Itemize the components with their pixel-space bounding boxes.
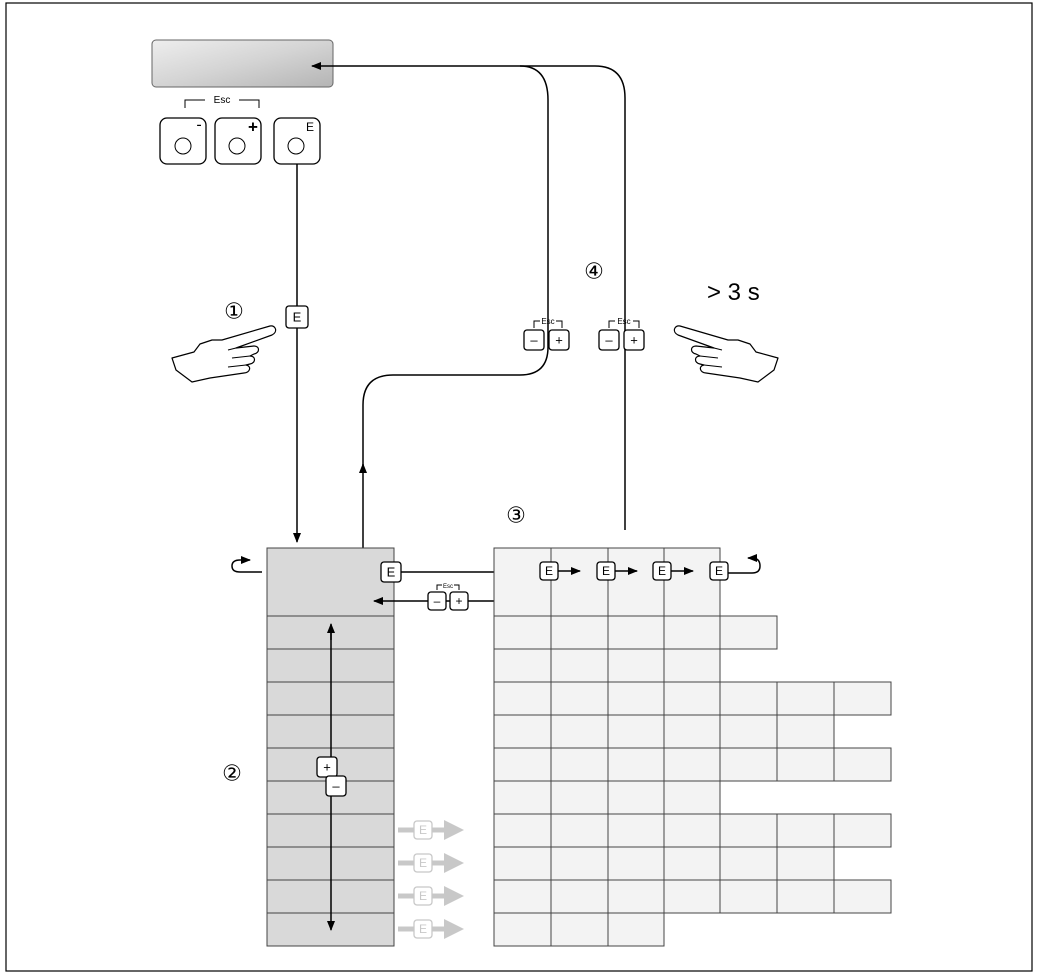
step1-marker: ① bbox=[224, 300, 244, 325]
loop-arrow-icon bbox=[231, 556, 262, 573]
enter-key-step1: E bbox=[285, 305, 309, 329]
svg-text:E: E bbox=[293, 310, 302, 325]
figure-frame bbox=[5, 2, 1033, 972]
svg-text:Esc: Esc bbox=[443, 584, 453, 590]
plus-minus-keys: + – bbox=[316, 756, 347, 797]
svg-text:Esc: Esc bbox=[214, 95, 231, 106]
svg-text:E: E bbox=[715, 564, 723, 578]
svg-text:–: – bbox=[530, 333, 538, 348]
esc-bracket-top: Esc bbox=[184, 95, 260, 108]
svg-text:Esc: Esc bbox=[617, 317, 630, 326]
faded-enter-arrows: E E E E bbox=[398, 820, 464, 939]
svg-text:-: - bbox=[196, 117, 201, 134]
svg-text:E: E bbox=[387, 565, 396, 580]
svg-text:E: E bbox=[419, 889, 427, 903]
enter-chain: E E E E bbox=[539, 554, 761, 581]
svg-text:E: E bbox=[419, 922, 427, 936]
faded-enter-arrow: E bbox=[398, 853, 464, 873]
faded-enter-arrow: E bbox=[398, 820, 464, 840]
return-loop-icon bbox=[728, 554, 761, 574]
svg-text:+: + bbox=[248, 118, 258, 137]
svg-text:E: E bbox=[419, 823, 427, 837]
enter-key-group: E bbox=[380, 561, 402, 583]
esc-keys-middle: Esc – + bbox=[427, 584, 469, 611]
svg-text:E: E bbox=[545, 564, 553, 578]
enter-key[interactable]: E bbox=[273, 117, 321, 165]
esc-keys-right: Esc – + bbox=[598, 317, 645, 351]
display-screen bbox=[151, 39, 334, 88]
faded-enter-arrow: E bbox=[398, 919, 464, 939]
pointing-hand-icon-right bbox=[673, 325, 779, 383]
step4-marker: ④ bbox=[584, 260, 604, 285]
svg-text:+: + bbox=[555, 333, 563, 348]
esc-keys-left: Esc – + bbox=[523, 317, 570, 351]
svg-text:–: – bbox=[605, 333, 613, 348]
faded-enter-arrow: E bbox=[398, 886, 464, 906]
svg-text:+: + bbox=[455, 594, 462, 608]
svg-text:E: E bbox=[306, 120, 314, 134]
svg-text:E: E bbox=[602, 564, 610, 578]
exit-path-from-functions bbox=[520, 65, 626, 530]
hold-time-label: > 3 s bbox=[707, 279, 760, 306]
svg-text:–: – bbox=[332, 779, 340, 794]
svg-text:–: – bbox=[434, 594, 441, 608]
pointing-hand-icon bbox=[171, 325, 277, 383]
plus-key[interactable]: + bbox=[214, 117, 262, 165]
svg-text:+: + bbox=[630, 333, 638, 348]
exit-path-to-display bbox=[311, 62, 549, 470]
svg-text:E: E bbox=[658, 564, 666, 578]
group-header-cell bbox=[266, 547, 395, 617]
svg-text:E: E bbox=[419, 856, 427, 870]
function-matrix bbox=[493, 547, 892, 947]
minus-key[interactable]: - bbox=[159, 117, 207, 165]
svg-text:Esc: Esc bbox=[541, 317, 554, 326]
step3-marker: ③ bbox=[506, 504, 526, 529]
step2-marker: ② bbox=[222, 762, 242, 787]
svg-text:+: + bbox=[323, 760, 331, 775]
